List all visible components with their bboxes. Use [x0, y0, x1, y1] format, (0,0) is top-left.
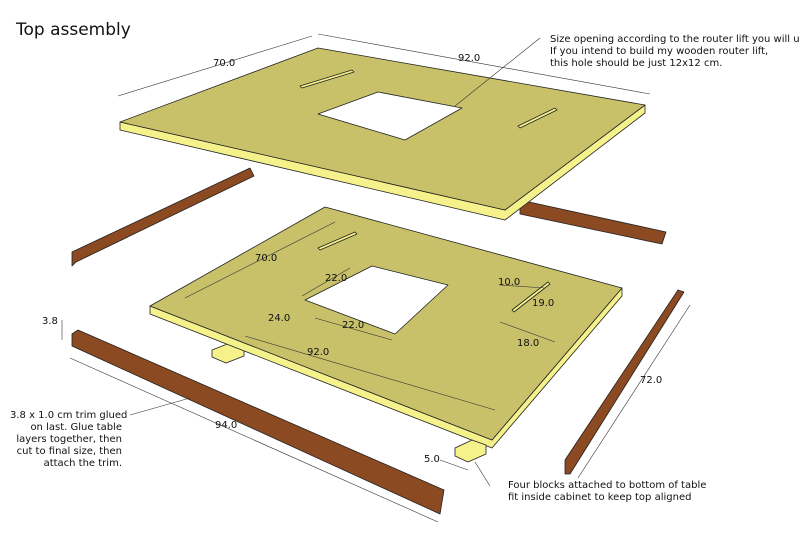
- dim-hole-a: 22.0: [325, 273, 348, 284]
- trim-front: [71, 329, 445, 515]
- trim-back-right: [519, 199, 667, 245]
- dim-trim-height: 3.8: [42, 316, 58, 327]
- dim-slot-side: 18.0: [517, 338, 540, 349]
- dim-trim-side-length: 72.0: [640, 375, 663, 386]
- dim-top-length: 92.0: [458, 53, 481, 64]
- dim-slot-length: 19.0: [532, 298, 555, 309]
- dim-slot-offset: 10.0: [498, 277, 521, 288]
- top-board-opening: [317, 91, 463, 141]
- dim-hole-b: 22.0: [342, 320, 365, 331]
- dim-base-length: 92.0: [307, 347, 330, 358]
- base-board-opening: [304, 265, 449, 335]
- note-line: If you intend to build my wooden router …: [550, 46, 769, 57]
- trim-back-left: [71, 167, 255, 267]
- base-slot-right: [511, 281, 551, 313]
- trim-right: [564, 289, 685, 475]
- top-slot-right: [517, 107, 558, 129]
- note-line: this hole should be just 12x12 cm.: [550, 58, 723, 69]
- dim-block-width: 5.0: [424, 454, 440, 465]
- note-line: layers together, then: [16, 434, 122, 445]
- diagram-title: Top assembly: [16, 20, 131, 40]
- dim-trim-front-length: 94.0: [215, 420, 238, 431]
- note-line: cut to final size, then: [16, 446, 122, 457]
- top-slot-left: [299, 69, 355, 89]
- note-line: Four blocks attached to bottom of table: [508, 480, 707, 491]
- base-slot-left: [317, 231, 358, 251]
- dim-top-width: 70.0: [213, 58, 236, 69]
- note-line: attach the trim.: [43, 458, 122, 469]
- dim-base-width: 70.0: [255, 253, 278, 264]
- note-line: fit inside cabinet to keep top aligned: [508, 492, 692, 503]
- dim-hole-offset: 24.0: [268, 313, 291, 324]
- note-blocks: Four blocks attached to bottom of table …: [508, 480, 706, 504]
- note-line: on last. Glue table: [30, 422, 122, 433]
- note-opening: Size opening according to the router lif…: [550, 34, 800, 70]
- note-line: Size opening according to the router lif…: [550, 34, 800, 45]
- block-right: [454, 439, 487, 463]
- note-line: 3.8 x 1.0 cm trim glued: [10, 410, 128, 421]
- note-trim: 3.8 x 1.0 cm trim glued on last. Glue ta…: [10, 410, 128, 470]
